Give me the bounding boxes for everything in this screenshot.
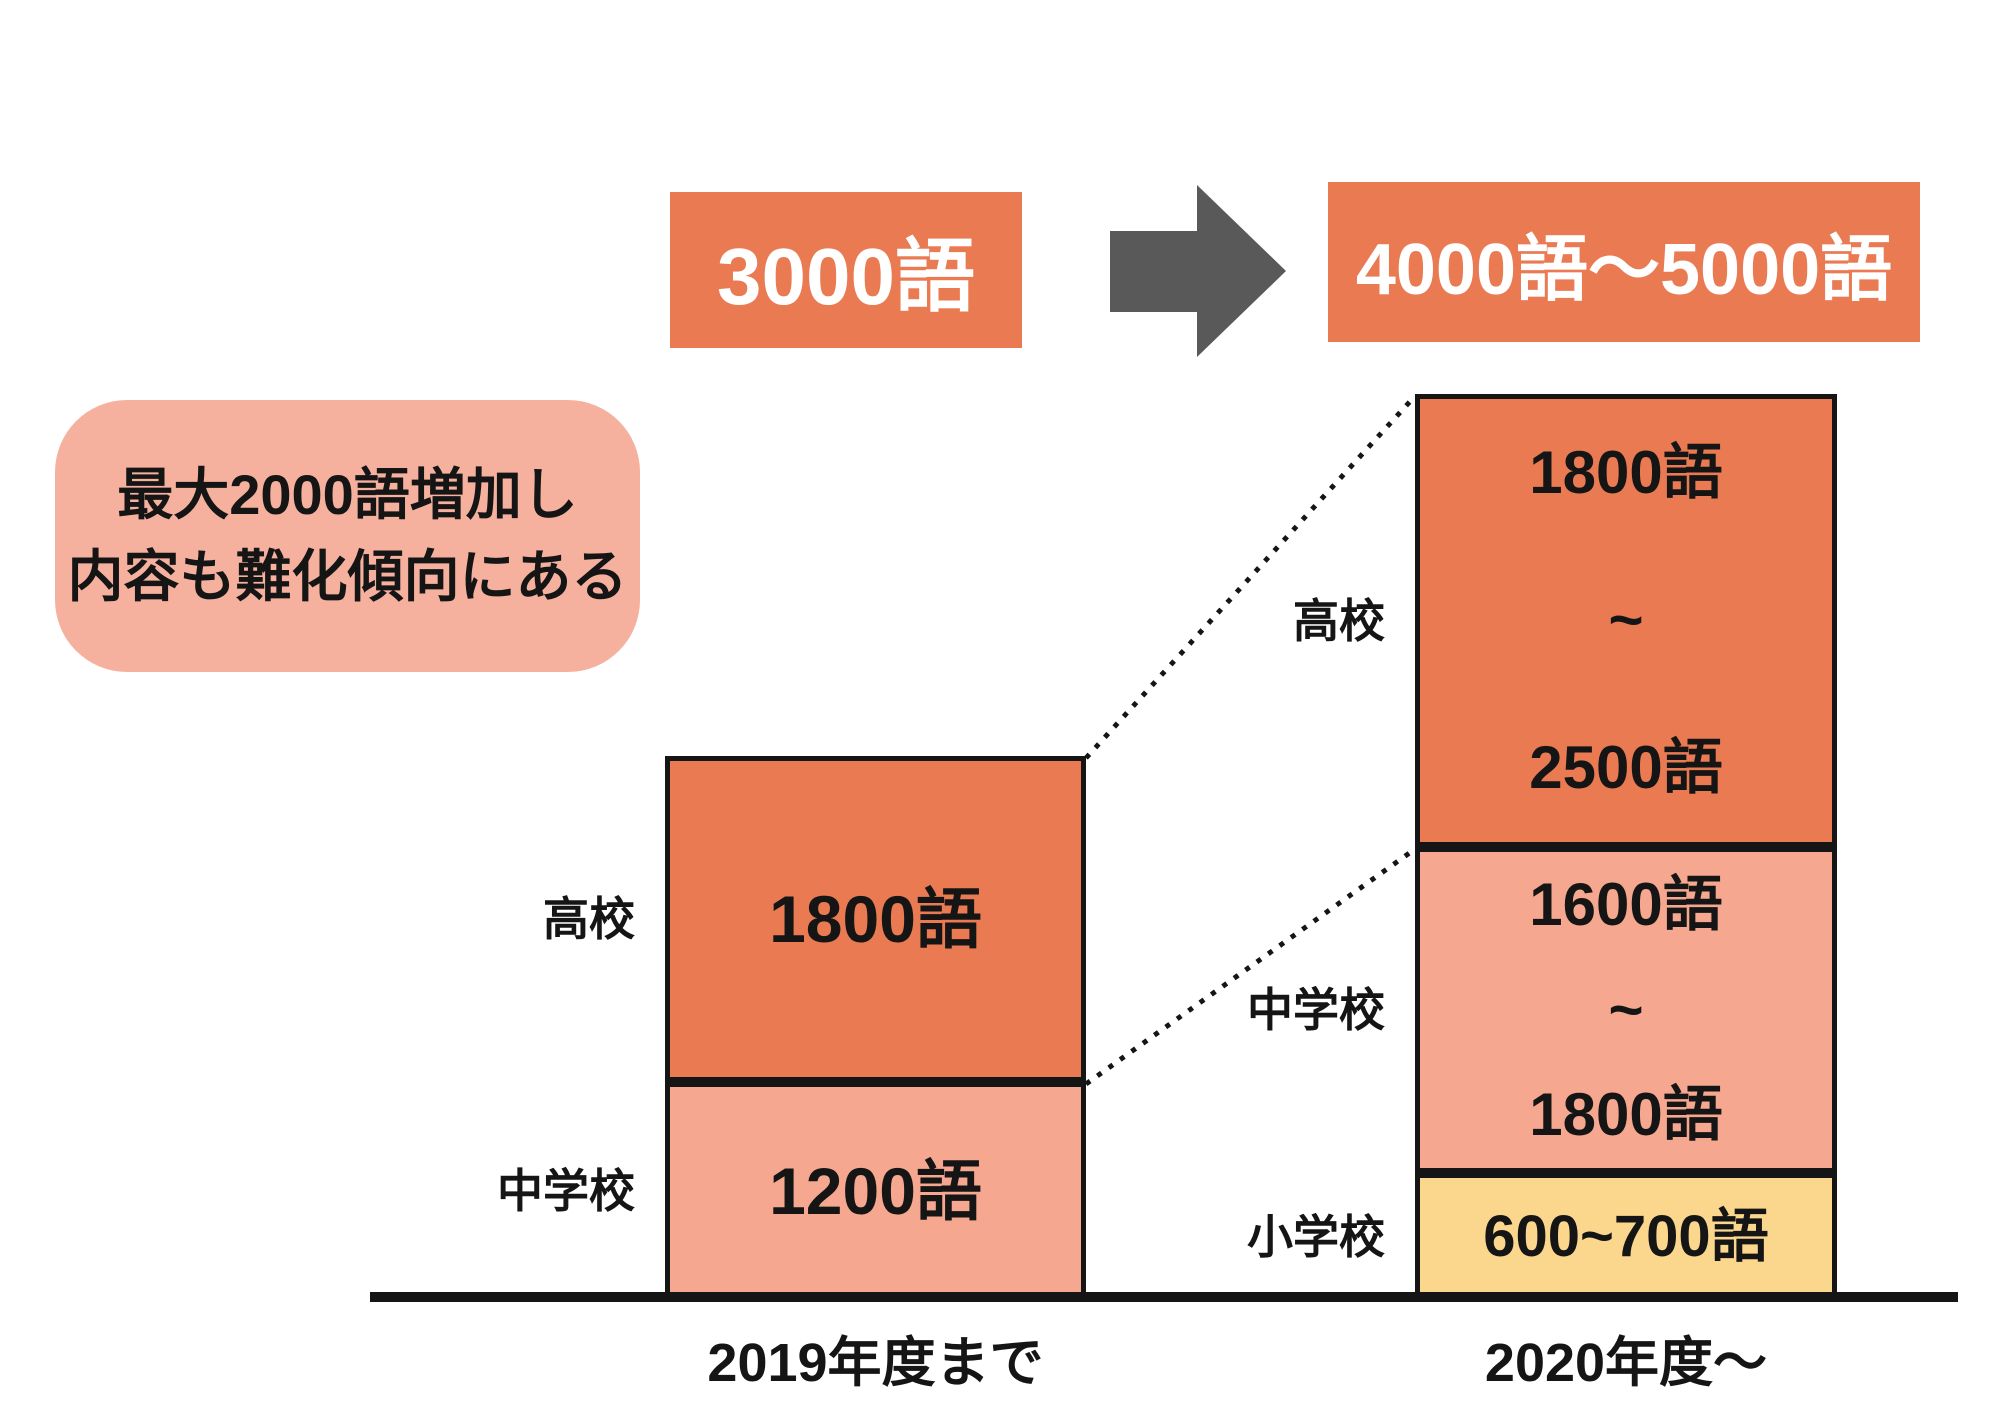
- vocab-total-after-box: 4000語〜5000語: [1328, 182, 1920, 342]
- axis-label-2019: 2019年度まで: [707, 1333, 1044, 1393]
- callout-line-2: 内容も難化傾向にある: [67, 545, 628, 608]
- vocab-total-before-label: 3000語: [717, 232, 975, 321]
- segment-juniorhigh-2019: 1200語: [665, 1082, 1086, 1300]
- segment-highschool-2020: 1800語 ~ 2500語: [1415, 394, 1837, 847]
- axis-label-2020: 2020年度〜: [1484, 1333, 1768, 1393]
- level-label-elementary-2020: 小学校: [1247, 1211, 1385, 1263]
- bar-2019: 1800語 1200語: [665, 756, 1086, 1300]
- segment-highschool-2020-tilde: ~: [1608, 586, 1644, 654]
- callout-bubble: 最大2000語増加し 内容も難化傾向にある: [55, 400, 640, 672]
- vocab-total-after-label: 4000語〜5000語: [1355, 229, 1893, 310]
- level-label-highschool-2020: 高校: [1293, 595, 1385, 647]
- x-axis-line: [370, 1292, 1958, 1302]
- segment-juniorhigh-2020: 1600語 ~ 1800語: [1415, 847, 1837, 1173]
- segment-highschool-2019-value: 1800語: [769, 882, 982, 956]
- segment-juniorhigh-2019-value: 1200語: [769, 1154, 982, 1228]
- right-arrow-icon: [1110, 185, 1286, 357]
- segment-highschool-2019: 1800語: [665, 756, 1086, 1082]
- segment-juniorhigh-2020-tilde: ~: [1608, 975, 1644, 1043]
- level-label-juniorhigh-2020: 中学校: [1247, 984, 1385, 1036]
- segment-highschool-2020-min: 1800語: [1529, 438, 1723, 506]
- callout-line-1: 最大2000語増加し: [117, 463, 578, 526]
- level-label-juniorhigh-2019: 中学校: [497, 1165, 635, 1217]
- segment-elementary-2020: 600~700語: [1415, 1173, 1837, 1300]
- segment-highschool-2020-max: 2500語: [1529, 734, 1723, 802]
- vocab-total-before-box: 3000語: [670, 192, 1022, 348]
- segment-juniorhigh-2020-min: 1600語: [1529, 870, 1723, 938]
- segment-juniorhigh-2020-max: 1800語: [1529, 1081, 1723, 1149]
- level-label-highschool-2019: 高校: [543, 893, 635, 945]
- segment-elementary-2020-value: 600~700語: [1483, 1203, 1769, 1269]
- connector-dotted-line-juniorhigh: [1084, 846, 1417, 1087]
- connector-dotted-line-highschool: [1084, 394, 1417, 760]
- bar-2020: 1800語 ~ 2500語 1600語 ~ 1800語 600~700語: [1415, 394, 1837, 1300]
